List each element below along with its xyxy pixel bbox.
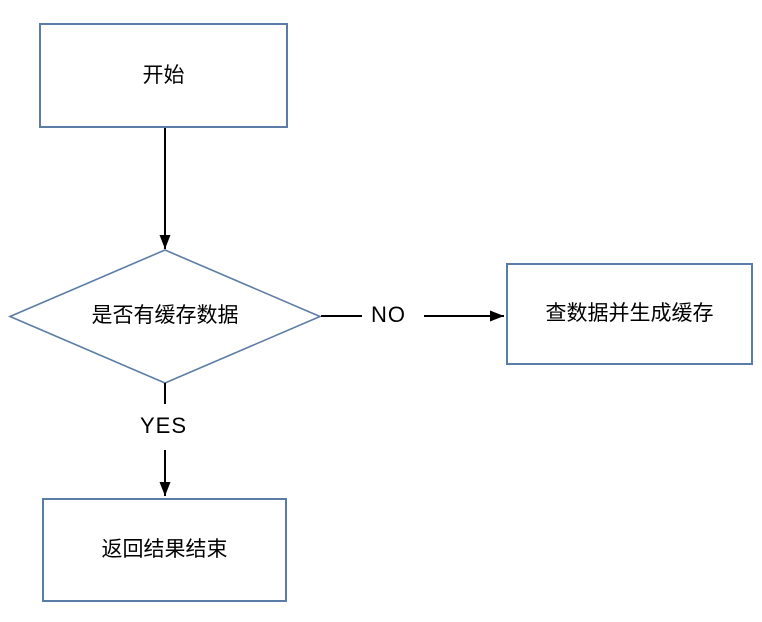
node-start: 开始 xyxy=(39,23,288,128)
node-decision-label: 是否有缓存数据 xyxy=(91,304,239,328)
node-return-end: 返回结果结束 xyxy=(42,498,287,602)
node-query-cache: 查数据并生成缓存 xyxy=(506,263,753,365)
edge-label-yes: YES xyxy=(137,413,191,439)
node-query-label: 查数据并生成缓存 xyxy=(545,302,714,326)
node-end-label: 返回结果结束 xyxy=(101,538,228,562)
node-start-label: 开始 xyxy=(142,63,185,87)
node-decision: 是否有缓存数据 xyxy=(40,290,290,342)
edge-label-no: NO xyxy=(368,302,409,328)
